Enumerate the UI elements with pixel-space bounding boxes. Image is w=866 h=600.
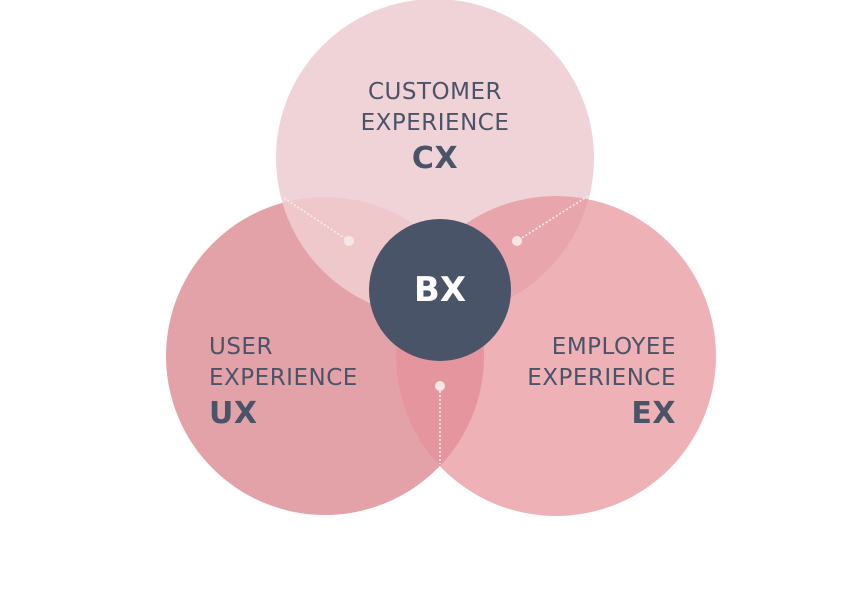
cx-abbr: CX	[411, 141, 459, 176]
connector-cx-ux	[283, 197, 350, 242]
cx-title-line2: EXPERIENCE	[360, 110, 510, 136]
ex-title-line2: EXPERIENCE	[527, 365, 676, 391]
connector-dot-cx-ux	[344, 236, 354, 246]
ex-abbr: EX	[631, 396, 676, 431]
label-user-experience: USER EXPERIENCE UX	[209, 332, 429, 433]
label-employee-experience: EMPLOYEE EXPERIENCE EX	[460, 332, 676, 433]
circle-bx	[369, 219, 511, 361]
ex-title-line1: EMPLOYEE	[551, 334, 676, 360]
connector-dot-cx-ex	[512, 236, 522, 246]
ux-title-line1: USER	[209, 334, 273, 360]
center-label-bx: BX	[413, 270, 467, 310]
connector-dot-ux-ex	[435, 381, 445, 391]
label-customer-experience: CUSTOMER EXPERIENCE CX	[300, 77, 570, 178]
cx-title-line1: CUSTOMER	[367, 79, 502, 105]
ux-abbr: UX	[209, 396, 258, 431]
ux-title-line2: EXPERIENCE	[209, 365, 358, 391]
